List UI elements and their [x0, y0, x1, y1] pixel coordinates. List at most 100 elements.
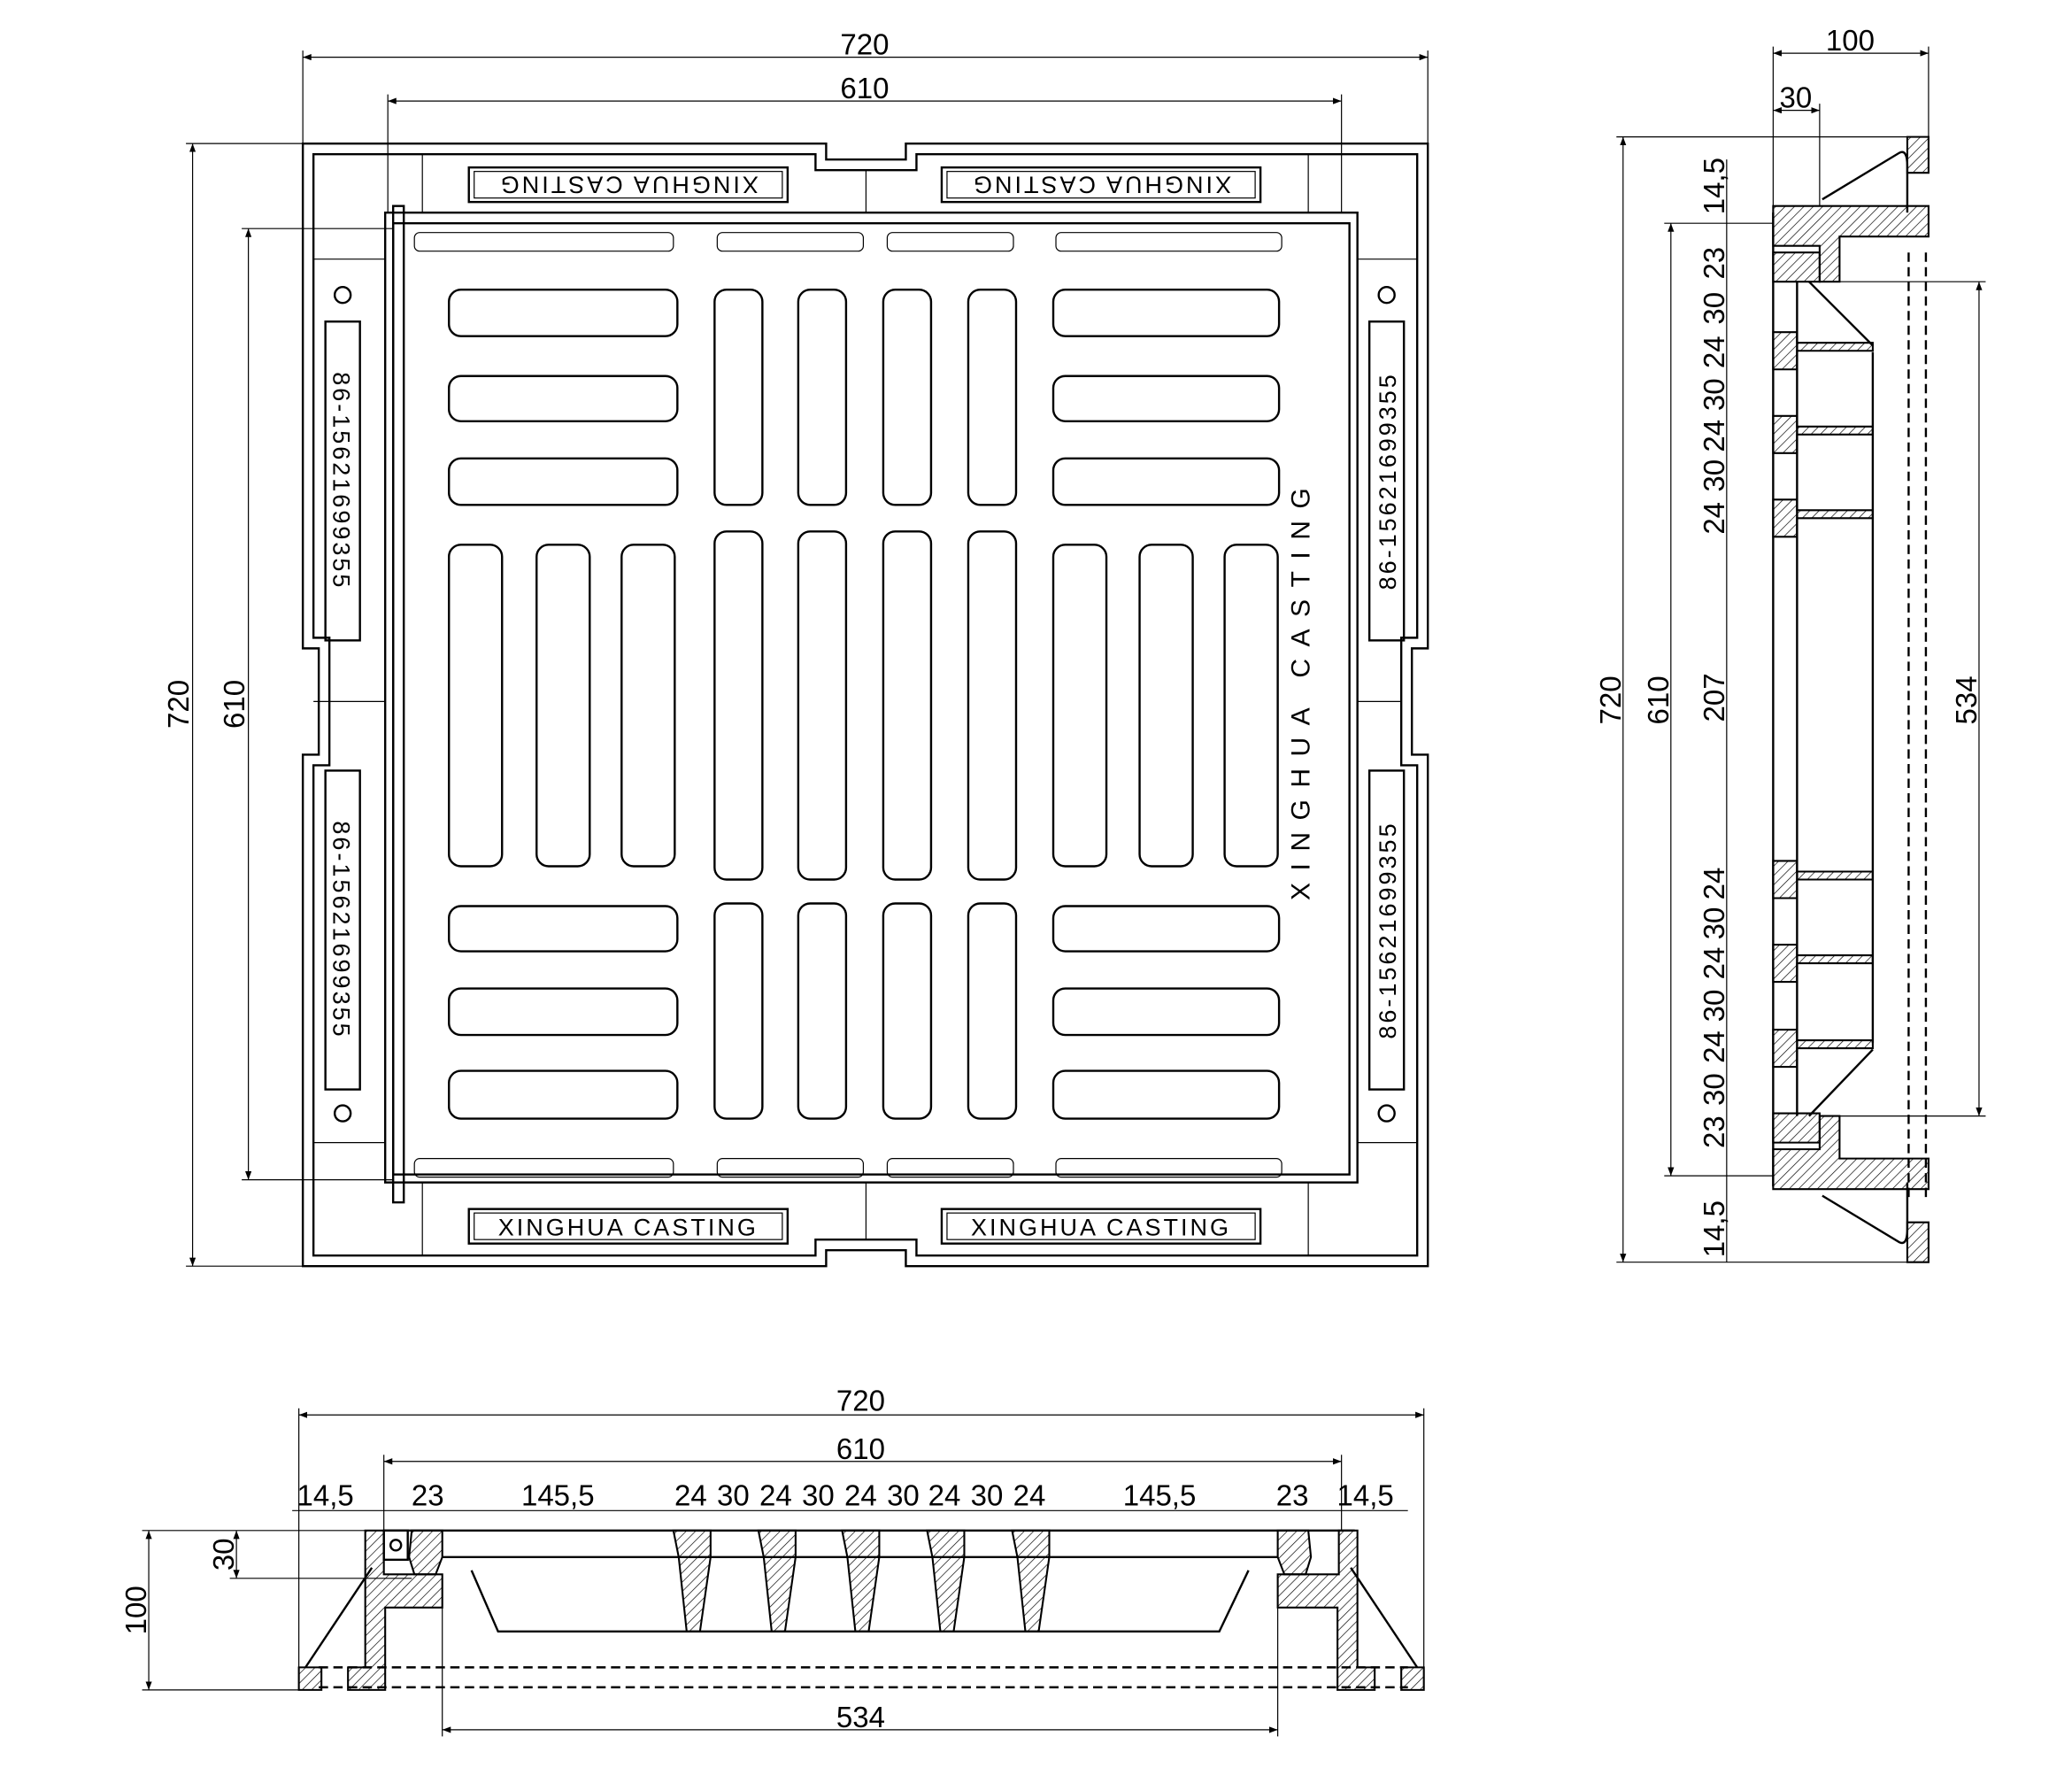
- chain-dim-label: 14,5: [1698, 1200, 1730, 1257]
- chain-dim-label: 24: [1698, 502, 1730, 535]
- rib-section: [841, 1529, 881, 1632]
- hinge-bar: [391, 205, 405, 1204]
- bolt-hole: [1377, 1104, 1396, 1123]
- phone-text: 86-15621699355: [328, 372, 355, 590]
- phone-text: 86-15621699355: [328, 821, 355, 1038]
- chain-dim-label: 24: [674, 1478, 707, 1511]
- rib-section: [1772, 498, 1874, 538]
- chain-dim-label: 23: [1276, 1478, 1309, 1511]
- section-ribs: [672, 1529, 1051, 1632]
- chain-dim-label: 23: [1698, 1115, 1730, 1148]
- grate-slot: [448, 987, 679, 1037]
- phone-plate: [1367, 320, 1406, 642]
- phone-text: 86-15621699355: [1375, 372, 1401, 590]
- grate-slot: [448, 1069, 679, 1120]
- grate-slot: [797, 902, 848, 1120]
- grate-slot: [1051, 987, 1281, 1037]
- hinge-pin: [382, 1529, 409, 1562]
- dim-section-cover-depth: 30: [207, 1538, 240, 1571]
- chain-dim-label: 145,5: [521, 1478, 595, 1511]
- grate-slot: [1138, 544, 1194, 868]
- grate-slot: [713, 902, 764, 1120]
- rib-section: [672, 1529, 712, 1632]
- chain-dim-label: 30: [971, 1478, 1004, 1511]
- dim-side-overall: 720: [1594, 675, 1627, 724]
- grate-slot: [448, 544, 504, 868]
- grate-slot: [713, 530, 764, 881]
- chain-dim-label: 30: [802, 1478, 835, 1511]
- chain-dim-label: 24: [1698, 336, 1730, 368]
- dim-cover-height: 610: [218, 680, 250, 729]
- grate-slot: [1223, 544, 1279, 868]
- grate-slot: [797, 289, 848, 506]
- rib-section: [1772, 414, 1874, 454]
- dim-overall-width: 720: [840, 28, 889, 61]
- grate-rib: [1055, 232, 1282, 252]
- side-ribs: [1772, 331, 1874, 1069]
- chain-dim-label: 30: [1698, 378, 1730, 411]
- chain-dim-label: 14,5: [1337, 1478, 1394, 1511]
- name-plate: [467, 1208, 790, 1245]
- chain-dim-label: 30: [717, 1478, 750, 1511]
- chain-dim-label: 24: [1698, 420, 1730, 452]
- grate-slot: [448, 905, 679, 953]
- grate-slot: [882, 902, 933, 1120]
- grate-rib: [413, 232, 674, 252]
- dim-section-depth: 100: [119, 1586, 152, 1634]
- phone-plate: [324, 769, 361, 1091]
- chain-dim-label: 14,5: [297, 1478, 354, 1511]
- name-plate: [467, 166, 790, 204]
- phone-plate: [1367, 769, 1406, 1091]
- rib-section: [1772, 331, 1874, 371]
- grate-slot: [882, 530, 933, 881]
- dim-side-cover-depth: 30: [1780, 81, 1813, 114]
- grate-slot: [448, 457, 679, 506]
- rib-section: [1772, 1029, 1874, 1069]
- grate-slot: [448, 289, 679, 337]
- grate-rib: [886, 1158, 1014, 1178]
- plate-text: XINGHUA CASTING: [498, 172, 759, 198]
- grate-rib: [1055, 1158, 1282, 1178]
- chain-dim-label: 23: [412, 1478, 444, 1511]
- grate-cover-inner: [391, 221, 1351, 1176]
- chain-dim-label: 30: [1698, 1073, 1730, 1106]
- grate-slot: [1051, 905, 1281, 953]
- chain-dim-label: 24: [759, 1478, 792, 1511]
- grate-slot: [713, 289, 764, 506]
- chain-dim-label: 24: [844, 1478, 877, 1511]
- chain-dim-label: 24: [1013, 1478, 1046, 1511]
- chain-dim-label: 24: [1698, 1030, 1730, 1063]
- dim-section-overall: 720: [836, 1385, 885, 1417]
- grate-slot: [967, 530, 1018, 881]
- bolt-hole: [1377, 286, 1396, 305]
- grate-slot: [535, 544, 591, 868]
- grate-slot: [1051, 457, 1281, 506]
- grate-rib: [716, 232, 865, 252]
- phone-plate: [324, 320, 361, 642]
- grate-slot: [882, 289, 933, 506]
- grate-cover: [383, 211, 1359, 1184]
- chain-dim-label: 145,5: [1123, 1478, 1197, 1511]
- bolt-hole: [333, 1104, 352, 1123]
- chain-dim-label: 23: [1698, 247, 1730, 280]
- plate-text: XINGHUA CASTING: [498, 1215, 759, 1241]
- grate-slots: [413, 232, 1282, 1178]
- rib-section: [1772, 943, 1874, 984]
- grate-slot: [448, 374, 679, 422]
- chain-dim-label: 30: [1698, 292, 1730, 325]
- grate-slot: [1051, 1069, 1281, 1120]
- bolt-hole: [333, 286, 352, 305]
- rib-section: [1011, 1529, 1051, 1632]
- grate-slot: [620, 544, 676, 868]
- rib-section: [926, 1529, 966, 1632]
- grate-slot: [1051, 374, 1281, 422]
- chain-dim-label: 207: [1698, 673, 1730, 722]
- dim-side-depth: 100: [1826, 24, 1875, 57]
- chain-dim-label: 30: [1698, 907, 1730, 940]
- center-text: XINGHUA CASTING: [1287, 476, 1316, 900]
- plan-view: XINGHUA CASTING XINGHUA CASTING XINGHUA …: [162, 28, 1429, 1268]
